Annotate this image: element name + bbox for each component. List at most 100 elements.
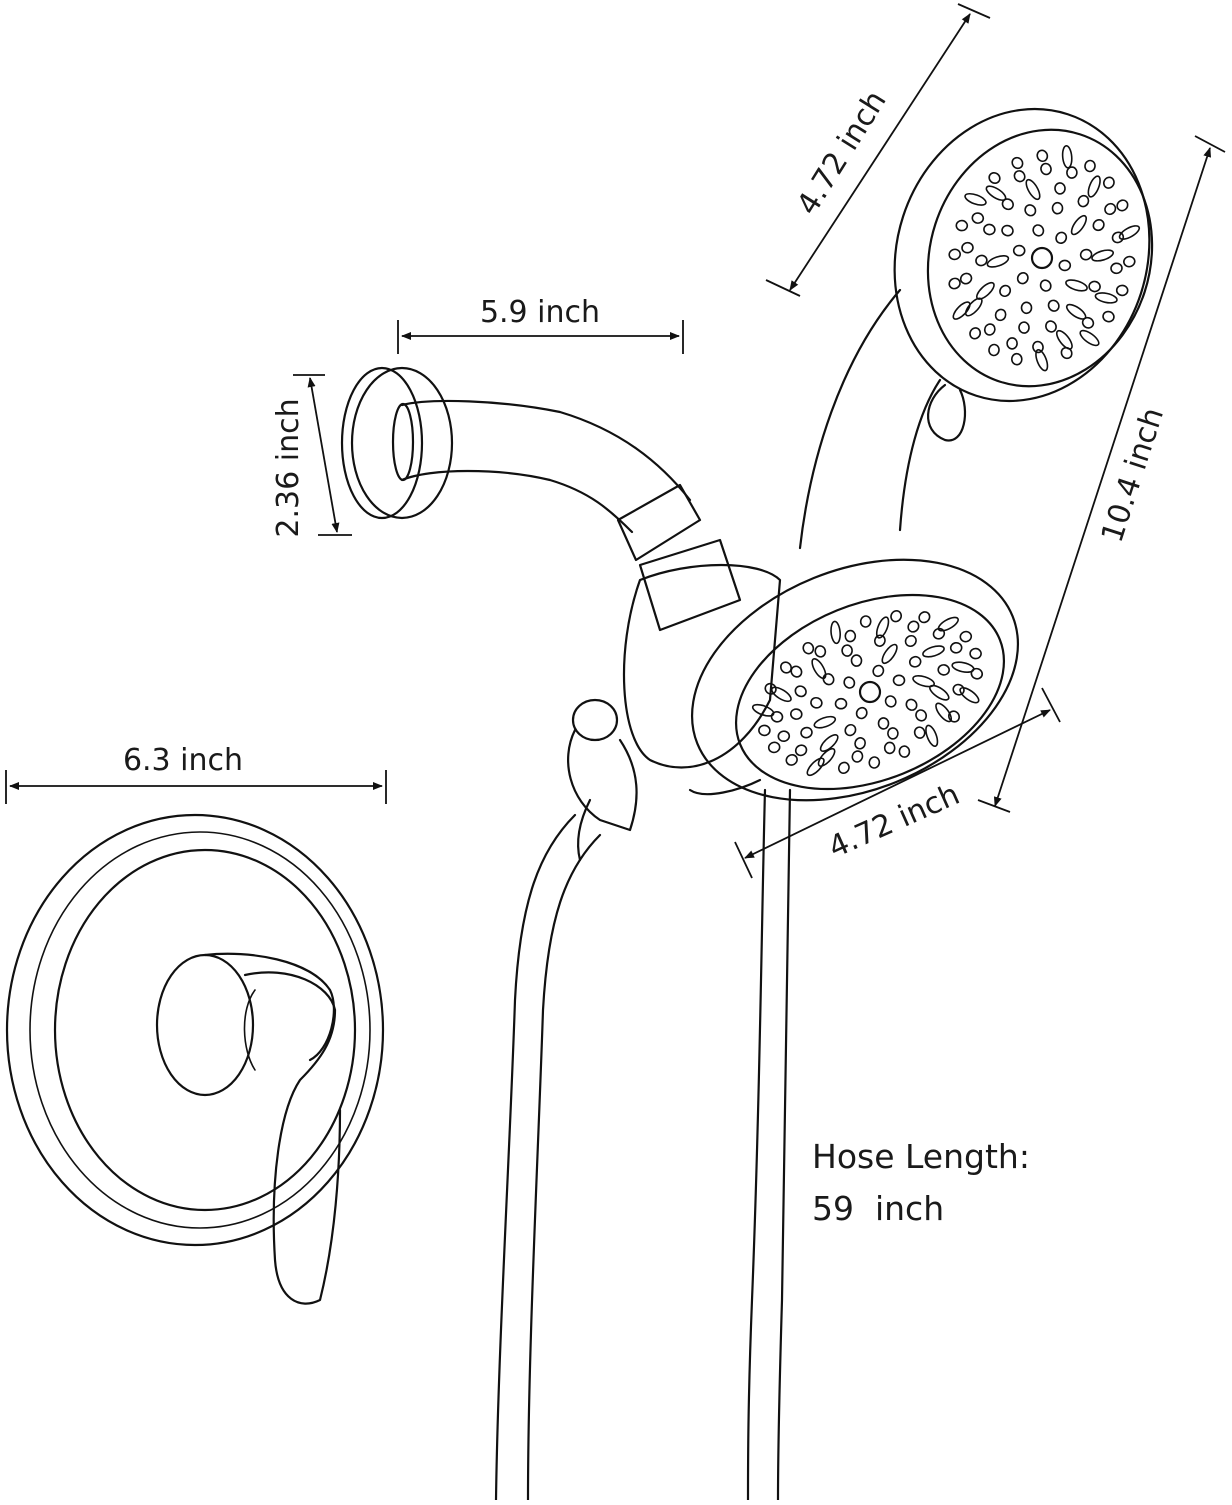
spray-nozzle bbox=[898, 745, 911, 758]
spray-nozzle bbox=[843, 676, 856, 689]
spray-nozzle bbox=[1066, 166, 1078, 179]
dimension-label-overall-height: 10.4 inch bbox=[1095, 403, 1171, 546]
spray-nozzle bbox=[841, 644, 853, 657]
spray-nozzle bbox=[1054, 182, 1066, 195]
spray-nozzle bbox=[913, 726, 926, 739]
spray-nozzle bbox=[1025, 178, 1041, 201]
spray-nozzle bbox=[1013, 170, 1026, 183]
spray-nozzle bbox=[1084, 159, 1096, 173]
spray-nozzle bbox=[800, 726, 813, 739]
spray-nozzle bbox=[922, 645, 945, 658]
spray-nozzle bbox=[785, 753, 798, 766]
spray-nozzle bbox=[1001, 198, 1014, 211]
spray-nozzle bbox=[983, 323, 996, 336]
spray-nozzle bbox=[764, 682, 777, 695]
spray-nozzle bbox=[1020, 301, 1033, 315]
spray-nozzle bbox=[877, 717, 890, 730]
spray-nozzle bbox=[912, 675, 936, 688]
spray-nozzle bbox=[1051, 201, 1064, 215]
spray-nozzle bbox=[1102, 176, 1115, 189]
spray-nozzle bbox=[802, 641, 815, 655]
spray-nozzle bbox=[767, 741, 781, 754]
spray-nozzle bbox=[1087, 175, 1101, 198]
spray-nozzle bbox=[1092, 219, 1105, 232]
spray-nozzle bbox=[959, 686, 980, 704]
spray-nozzle bbox=[994, 308, 1007, 322]
spray-nozzle bbox=[1077, 194, 1090, 208]
spray-nozzle bbox=[948, 248, 961, 261]
spray-nozzle bbox=[983, 223, 996, 236]
dimension-label-fixed-head-diameter: 4.72 inch bbox=[823, 777, 964, 866]
spray-nozzle bbox=[1123, 255, 1136, 268]
spray-nozzle bbox=[1024, 204, 1037, 217]
spray-nozzle bbox=[908, 655, 922, 668]
spray-nozzle bbox=[964, 192, 987, 206]
dimension-label-arm-length: 5.9 inch bbox=[480, 295, 600, 330]
spray-nozzle bbox=[770, 710, 784, 723]
spray-nozzle bbox=[806, 757, 825, 777]
diverter-mount bbox=[567, 563, 782, 862]
spray-nozzle bbox=[1047, 299, 1060, 312]
spray-nozzle bbox=[874, 634, 886, 647]
spray-nozzle bbox=[1094, 292, 1118, 304]
spray-nozzle bbox=[1036, 149, 1049, 163]
spray-nozzle bbox=[1081, 316, 1095, 329]
spray-nozzle bbox=[830, 620, 841, 645]
spray-nozzle bbox=[969, 647, 982, 660]
spray-nozzle bbox=[999, 284, 1012, 298]
spray-nozzle bbox=[1102, 310, 1115, 323]
dimension-trim-width: 6.3 inch bbox=[5, 743, 387, 804]
spray-nozzle bbox=[1010, 352, 1023, 366]
spray-nozzle bbox=[964, 297, 983, 317]
spray-nozzle bbox=[834, 697, 848, 710]
spray-nozzle bbox=[1115, 284, 1129, 297]
spray-nozzle bbox=[1079, 329, 1100, 347]
spray-nozzle bbox=[1006, 337, 1018, 350]
spray-nozzle bbox=[883, 741, 896, 755]
spray-nozzle bbox=[1088, 280, 1101, 293]
dimension-label-trim-width: 6.3 inch bbox=[123, 743, 243, 778]
spray-nozzle bbox=[1110, 262, 1123, 275]
spray-nozzle bbox=[985, 185, 1007, 201]
dimension-label-handheld-diameter: 4.72 inch bbox=[790, 85, 893, 222]
spray-nozzle bbox=[1045, 320, 1057, 333]
spray-nozzle bbox=[794, 744, 808, 757]
hose-length-label: Hose Length: bbox=[812, 1137, 1030, 1176]
spray-nozzle bbox=[1116, 199, 1129, 212]
spray-nozzle bbox=[1032, 224, 1045, 237]
spray-nozzle bbox=[918, 611, 931, 624]
spray-nozzle bbox=[819, 734, 839, 752]
spray-nozzle bbox=[937, 664, 950, 676]
dimension-overall-height: 10.4 inch bbox=[977, 135, 1226, 813]
spray-nozzle bbox=[814, 645, 827, 658]
spray-nozzle bbox=[868, 756, 881, 769]
spray-nozzle bbox=[780, 661, 792, 674]
spray-nozzle bbox=[925, 724, 939, 747]
spray-nozzle bbox=[1091, 249, 1115, 262]
spray-nozzle bbox=[948, 277, 961, 290]
shower-arm-assembly bbox=[340, 366, 742, 632]
spray-nozzle bbox=[975, 254, 988, 267]
spray-nozzle bbox=[881, 643, 898, 665]
spray-nozzle bbox=[1011, 156, 1024, 170]
spray-nozzle bbox=[811, 658, 827, 680]
spray-nozzle bbox=[961, 241, 974, 254]
spray-nozzle bbox=[854, 737, 866, 750]
spray-nozzle bbox=[813, 715, 837, 729]
spray-nozzle bbox=[952, 683, 965, 696]
spray-nozzle bbox=[1040, 162, 1052, 176]
spray-nozzle bbox=[859, 615, 872, 628]
spray-nozzle bbox=[872, 664, 885, 678]
spray-nozzle bbox=[810, 696, 823, 709]
spray-nozzle bbox=[837, 761, 850, 774]
spray-nozzle bbox=[929, 684, 950, 701]
spray-nozzle bbox=[890, 610, 903, 623]
spray-nozzle bbox=[1058, 259, 1072, 272]
spray-nozzle bbox=[949, 641, 963, 654]
spray-nozzle bbox=[988, 172, 1001, 184]
dimension-flange-height: 2.36 inch bbox=[271, 374, 352, 538]
spray-nozzle bbox=[1118, 225, 1141, 240]
spray-nozzle bbox=[1016, 272, 1029, 285]
spray-nozzle bbox=[904, 634, 917, 648]
spray-nozzle bbox=[1070, 214, 1088, 236]
